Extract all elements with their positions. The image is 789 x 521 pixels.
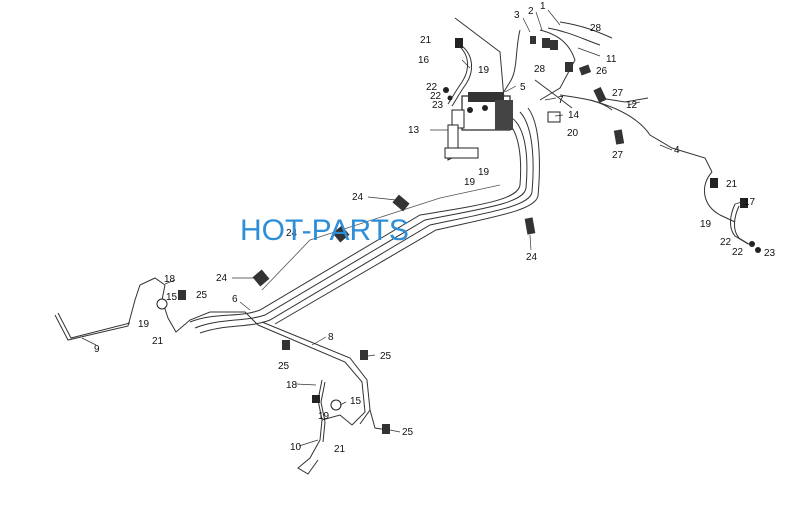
callout-13: 13 bbox=[408, 125, 420, 136]
callout-15-b: 15 bbox=[350, 396, 362, 407]
callout-14: 14 bbox=[568, 110, 580, 121]
callout-19-b: 19 bbox=[478, 167, 490, 178]
callout-23: 23 bbox=[432, 100, 444, 111]
callout-1: 1 bbox=[540, 1, 546, 12]
callout-22: 22 bbox=[426, 82, 438, 93]
callout-28-b: 28 bbox=[534, 64, 546, 75]
right-rear-hose bbox=[730, 203, 753, 247]
callout-19-c: 19 bbox=[464, 177, 476, 188]
callout-24-c: 24 bbox=[526, 252, 538, 263]
callout-19-d: 19 bbox=[700, 219, 712, 230]
callout-21-b: 21 bbox=[726, 179, 738, 190]
callout-9: 9 bbox=[94, 344, 100, 355]
callout-19-e: 19 bbox=[138, 319, 150, 330]
callout-15: 15 bbox=[166, 292, 178, 303]
callout-21: 21 bbox=[420, 35, 432, 46]
callout-5: 5 bbox=[520, 82, 526, 93]
callout-labels: 1 2 3 28 21 11 16 19 28 26 5 22 22 23 27… bbox=[94, 1, 776, 455]
callout-28: 28 bbox=[590, 23, 602, 34]
callout-4: 4 bbox=[674, 145, 680, 156]
callout-17: 17 bbox=[744, 197, 756, 208]
callout-18-b: 18 bbox=[286, 380, 298, 391]
clips bbox=[178, 36, 761, 434]
callout-19: 19 bbox=[478, 65, 490, 76]
lower-hose bbox=[297, 379, 353, 475]
callout-18: 18 bbox=[164, 274, 176, 285]
callout-25-b: 25 bbox=[380, 351, 392, 362]
callout-12: 12 bbox=[626, 100, 638, 111]
callout-24: 24 bbox=[352, 192, 364, 203]
callout-22-c: 22 bbox=[720, 237, 732, 248]
left-rear-pipe bbox=[54, 277, 259, 341]
callout-11: 11 bbox=[606, 54, 617, 65]
callout-10: 10 bbox=[290, 442, 302, 453]
callout-25-c: 25 bbox=[278, 361, 290, 372]
watermark-text: HOT-PARTS bbox=[240, 214, 409, 247]
callout-24-d: 24 bbox=[216, 273, 228, 284]
callout-26: 26 bbox=[596, 66, 608, 77]
callout-21-d: 21 bbox=[334, 444, 346, 455]
leader-lines bbox=[81, 9, 743, 447]
main-pipe-bundle bbox=[189, 107, 540, 334]
callout-23-b: 23 bbox=[764, 248, 776, 259]
callout-3: 3 bbox=[514, 10, 520, 21]
callout-20: 20 bbox=[567, 128, 579, 139]
callout-7: 7 bbox=[558, 95, 564, 106]
callout-21-c: 21 bbox=[152, 336, 164, 347]
callout-16: 16 bbox=[418, 55, 430, 66]
callout-24-b: 24 bbox=[286, 228, 298, 239]
pipe-8 bbox=[257, 321, 389, 431]
callout-25-d: 25 bbox=[402, 427, 414, 438]
callout-8: 8 bbox=[328, 332, 334, 343]
callout-2: 2 bbox=[528, 6, 534, 17]
upper-pipes bbox=[454, 17, 736, 223]
callout-27: 27 bbox=[612, 88, 624, 99]
callout-27-b: 27 bbox=[612, 150, 624, 161]
callout-25: 25 bbox=[196, 290, 208, 301]
callout-6: 6 bbox=[232, 294, 238, 305]
abs-unit bbox=[444, 92, 513, 161]
callout-19-f: 19 bbox=[318, 411, 330, 422]
callout-22-b: 22 bbox=[430, 91, 442, 102]
callout-22-d: 22 bbox=[732, 247, 744, 258]
